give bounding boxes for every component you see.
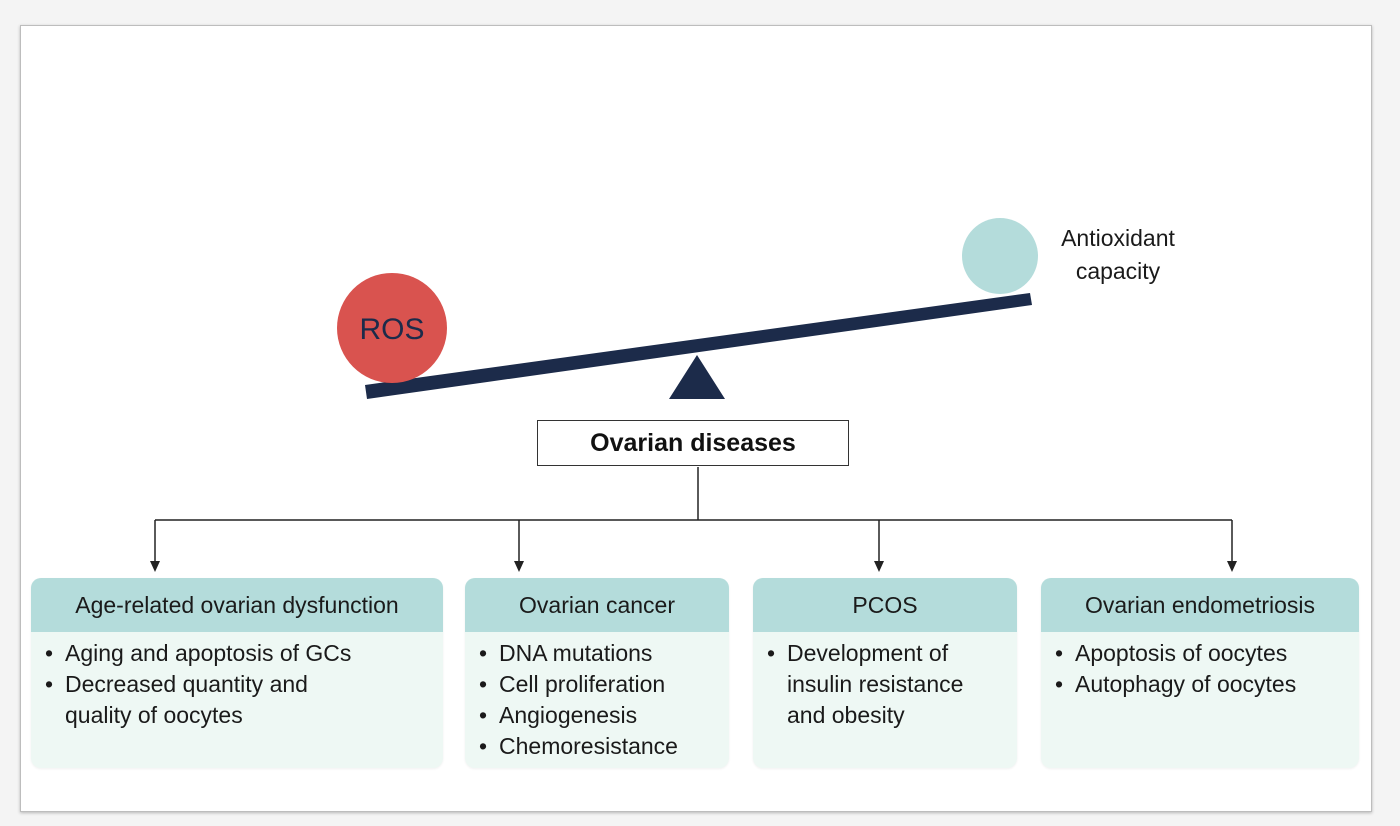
antioxidant-label-line2: capacity bbox=[1076, 258, 1161, 284]
list-item: • DNA mutations bbox=[479, 638, 717, 669]
card-title: Ovarian cancer bbox=[465, 578, 729, 632]
arrowhead-4 bbox=[1227, 561, 1237, 572]
arrowhead-3 bbox=[874, 561, 884, 572]
card-title: PCOS bbox=[753, 578, 1017, 632]
list-item: • Cell proliferation bbox=[479, 669, 717, 700]
arrowhead-1 bbox=[150, 561, 160, 572]
seesaw-beam bbox=[365, 293, 1032, 399]
list-item: • Development of insulin resistance and … bbox=[767, 638, 1005, 731]
card-age-related-dysfunction: Age-related ovarian dysfunction • Aging … bbox=[31, 578, 443, 768]
card-title: Age-related ovarian dysfunction bbox=[31, 578, 443, 632]
fulcrum-triangle bbox=[669, 355, 725, 399]
bullet-icon: • bbox=[1055, 671, 1064, 697]
card-ovarian-endometriosis: Ovarian endometriosis • Apoptosis of ooc… bbox=[1041, 578, 1359, 768]
card-pcos: PCOS • Development of insulin resistance… bbox=[753, 578, 1017, 768]
card-items: • Aging and apoptosis of GCs • Decreased… bbox=[31, 632, 443, 731]
bullet-icon: • bbox=[45, 671, 54, 697]
card-items: • Development of insulin resistance and … bbox=[753, 632, 1017, 731]
ovarian-diseases-box: Ovarian diseases bbox=[537, 420, 849, 466]
bullet-icon: • bbox=[45, 640, 54, 666]
list-item: • Apoptosis of oocytes bbox=[1055, 638, 1347, 669]
list-item: • Aging and apoptosis of GCs bbox=[45, 638, 431, 669]
ros-label: ROS bbox=[359, 313, 424, 346]
bullet-icon: • bbox=[767, 640, 776, 666]
bullet-icon: • bbox=[1055, 640, 1064, 666]
arrowhead-2 bbox=[514, 561, 524, 572]
card-items: • Apoptosis of oocytes • Autophagy of oo… bbox=[1041, 632, 1359, 700]
card-ovarian-cancer: Ovarian cancer • DNA mutations • Cell pr… bbox=[465, 578, 729, 768]
bullet-icon: • bbox=[479, 733, 488, 759]
list-item: • Angiogenesis bbox=[479, 700, 717, 731]
bullet-icon: • bbox=[479, 671, 488, 697]
card-title: Ovarian endometriosis bbox=[1041, 578, 1359, 632]
antioxidant-circle bbox=[962, 218, 1038, 294]
list-item: • Chemoresistance bbox=[479, 731, 717, 762]
bullet-icon: • bbox=[479, 702, 488, 728]
card-items: • DNA mutations • Cell proliferation • A… bbox=[465, 632, 729, 762]
bullet-icon: • bbox=[479, 640, 488, 666]
antioxidant-label-line1: Antioxidant bbox=[1061, 225, 1175, 251]
ros-circle bbox=[337, 273, 447, 383]
list-item: • Autophagy of oocytes bbox=[1055, 669, 1347, 700]
list-item: • Decreased quantity and quality of oocy… bbox=[45, 669, 431, 731]
